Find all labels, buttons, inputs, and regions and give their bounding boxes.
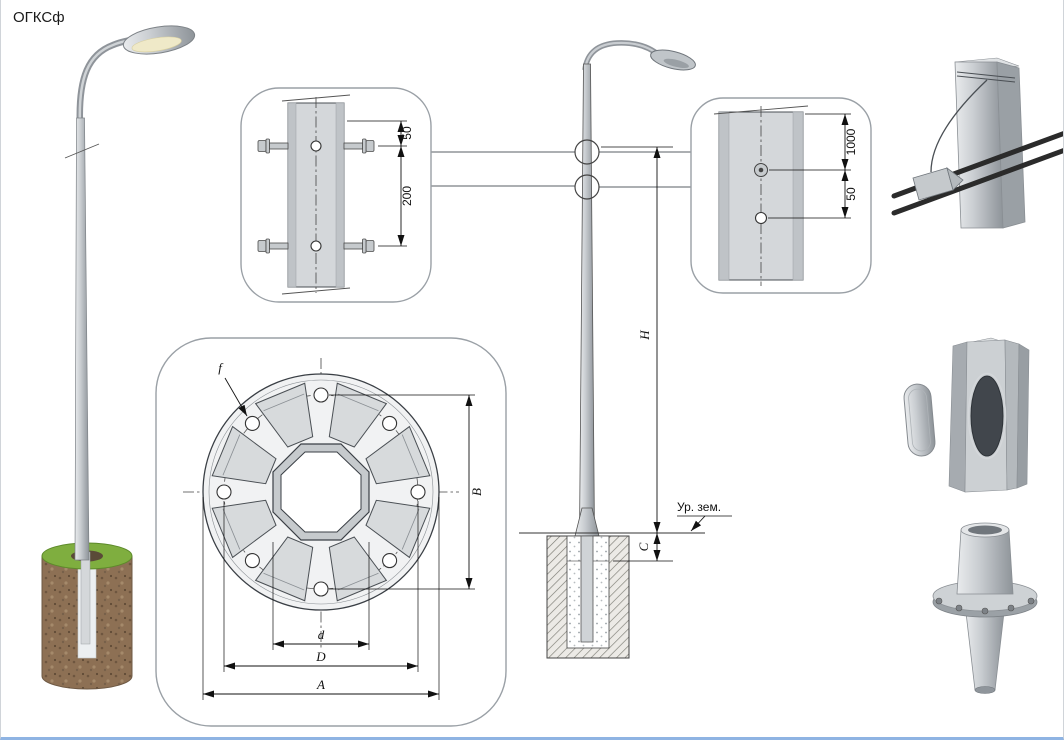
pole-shaft-3d xyxy=(74,117,90,561)
pole-base-shoe xyxy=(574,507,600,537)
dim-label-1000: 1000 xyxy=(844,128,858,155)
anchor-base-3d-render xyxy=(932,522,1038,694)
dim-label-200: 200 xyxy=(400,186,414,206)
dim-label-f: f xyxy=(218,360,224,375)
access-door-3d-render xyxy=(903,337,1030,493)
dim-label-B: B xyxy=(469,488,484,496)
dim-label-A: A xyxy=(316,677,325,692)
ground-level-label: Ур. зем. xyxy=(677,500,721,514)
lamp-arm-elevation xyxy=(582,40,662,71)
flange-detail-callout: f B d D A xyxy=(155,337,507,727)
foundation-section xyxy=(546,535,630,659)
cable xyxy=(891,148,1063,216)
upper-sleeve xyxy=(956,529,1014,595)
access-opening xyxy=(970,375,1004,457)
pole-shaft-elevation xyxy=(579,63,595,537)
lamp-head-elevation xyxy=(650,49,696,71)
lamp-head-3d xyxy=(122,25,196,55)
foundation-3d xyxy=(41,542,133,690)
pole-section xyxy=(718,111,804,281)
octagon-inner xyxy=(280,451,362,533)
pole-top-detail-callout: 50 200 xyxy=(240,87,432,303)
page-title: ОГКСф xyxy=(13,9,65,26)
cable-clamp-3d-render xyxy=(891,57,1063,229)
detail-marker-circle xyxy=(574,174,600,200)
lamp-mount-detail-callout: 1000 50 xyxy=(690,97,872,294)
callout-connector-lines xyxy=(431,151,691,188)
flange-bolts xyxy=(935,597,1035,615)
elevation-drawing: H C Ур. зем. xyxy=(519,40,732,659)
dim-label-C: C xyxy=(636,542,651,551)
mount-hole xyxy=(754,211,768,225)
dim-label-D: D xyxy=(315,649,326,664)
dim-label-50-right-detail: 50 xyxy=(844,187,858,201)
suspension-wire xyxy=(930,79,988,173)
detail-marker-circle xyxy=(574,139,600,165)
pole-3d-render xyxy=(41,25,196,690)
door-cover-plate xyxy=(903,383,936,457)
dim-label-H: H xyxy=(637,330,652,341)
dim-label-d: d xyxy=(318,627,325,642)
dim-label-50-top-detail: 50 xyxy=(400,126,414,140)
break-mark xyxy=(64,143,100,159)
pole-embedded xyxy=(580,535,594,643)
flange-bolt-holes xyxy=(216,387,426,597)
